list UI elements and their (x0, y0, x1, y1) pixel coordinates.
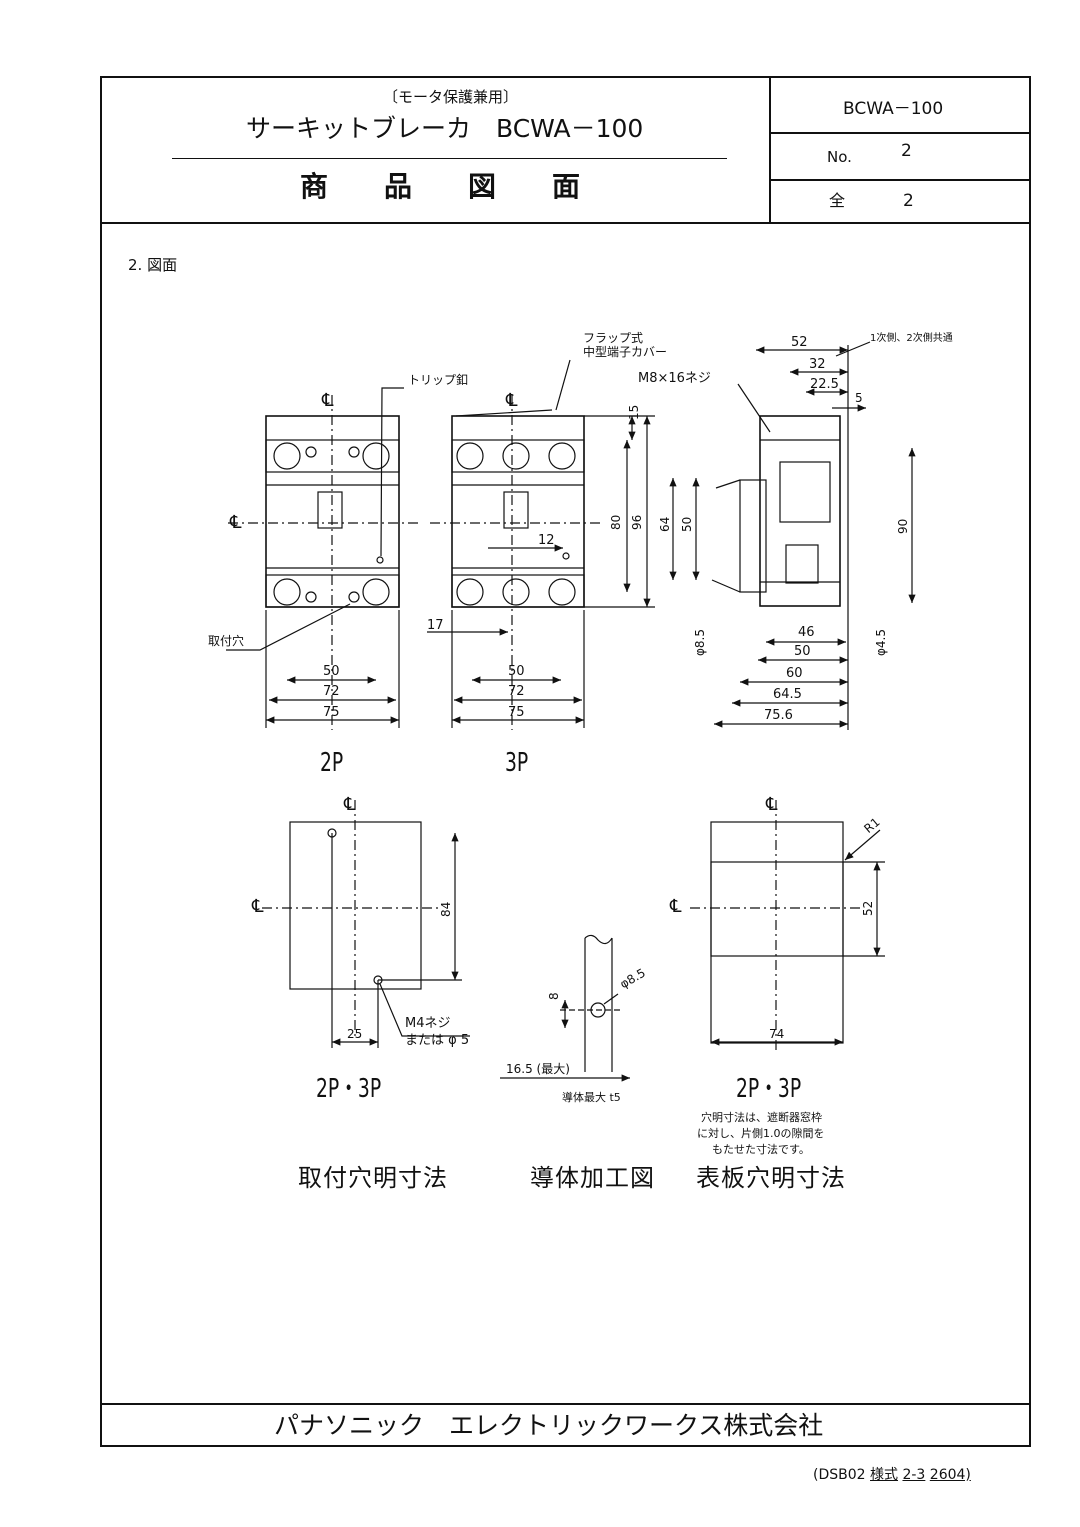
title-block-divider (100, 222, 1031, 224)
dim-mount-84: 84 (439, 901, 453, 917)
form-label: 様式 (870, 1467, 899, 1483)
dim-3p-50: 50 (508, 664, 525, 679)
view-label-mount: 2P・3P (316, 1074, 382, 1104)
footer-divider (100, 1403, 1031, 1405)
panel-note-3: もたせた寸法です。 (712, 1143, 810, 1156)
centerline-mount-top: ℄ (344, 794, 356, 815)
centerline-panel-top: ℄ (766, 794, 778, 815)
document-kind: 商 品 図 面 (300, 170, 581, 203)
view-label-3p: 3P (505, 748, 529, 778)
screw-m8-label: M8×16ネジ (638, 371, 711, 386)
panel-hole-drawing (690, 800, 885, 1050)
conductor-max-label: 導体最大 t5 (562, 1091, 621, 1104)
dim-3p-17: 17 (427, 618, 444, 633)
breaker-side-view (711, 415, 841, 607)
dim-side-46: 46 (798, 625, 815, 640)
dim-v-50: 50 (680, 516, 694, 532)
form-number: 2-3 (902, 1467, 926, 1483)
breaker-2p-front-view (228, 395, 420, 730)
dim-v-15: 15 (627, 404, 641, 420)
caption-conductor: 導体加工図 (530, 1164, 655, 1192)
title-underline (172, 158, 727, 159)
dim-3p-75: 75 (508, 705, 525, 720)
model-code: BCWA－100 (843, 99, 944, 119)
dim-side-52: 52 (791, 335, 808, 350)
centerline-3p-top: ℄ (506, 390, 518, 411)
panel-note-1: 穴明寸法は、遮断器窓枠 (701, 1111, 822, 1124)
no-label: No. (827, 148, 852, 166)
title-block-vdivider (769, 76, 771, 223)
form-date: 2604) (929, 1467, 971, 1483)
header-subtitle: 〔モータ保護兼用〕 (383, 88, 519, 106)
caption-panel-hole: 表板穴明寸法 (696, 1164, 846, 1192)
breaker-3p-front-view (430, 395, 600, 730)
screw-m4-label-1: M4ネジ (405, 1016, 451, 1031)
centerline-mount-left: ℄ (252, 896, 264, 917)
title-block-row1 (769, 132, 1031, 134)
dim-v-64: 64 (658, 516, 672, 532)
centerline-2p-top: ℄ (322, 390, 334, 411)
centerline-left: ℄ (230, 512, 242, 533)
dim-mount-25: 25 (347, 1027, 363, 1041)
panel-note-2: に対し、片側1.0の隙間を (697, 1127, 825, 1140)
total-label: 全 (829, 191, 846, 210)
trip-button-label: トリップ釦 (408, 373, 469, 387)
dim-2p-72: 72 (323, 684, 340, 699)
flap-cover-label-2: 中型端子カバー (583, 345, 668, 359)
common-note-label: 1次側、2次側共通 (870, 333, 953, 344)
dim-side-hole-8-5: φ8.5 (693, 629, 707, 656)
dim-side-5: 5 (855, 391, 863, 405)
conductor-drawing (500, 934, 630, 1082)
dim-side-64-5: 64.5 (773, 687, 802, 702)
dim-panel-74: 74 (769, 1027, 785, 1041)
dim-conductor-16-5: 16.5 (最大) (506, 1062, 570, 1076)
dim-2p-50: 50 (323, 664, 340, 679)
form-code: (DSB02 様式 2-3 2604) (813, 1464, 971, 1484)
total-value: 2 (903, 191, 914, 211)
flap-cover-label-1: フラップ式 (583, 331, 644, 345)
dim-side-75-6: 75.6 (764, 708, 793, 723)
section-heading: 2. 図面 (128, 256, 178, 274)
dim-side-hole-4-5: φ4.5 (874, 629, 888, 656)
dim-v-96: 96 (630, 514, 644, 530)
caption-mount-hole: 取付穴明寸法 (298, 1164, 448, 1192)
no-value: 2 (901, 141, 912, 161)
dim-2p-75: 75 (323, 705, 340, 720)
view-label-panel: 2P・3P (736, 1074, 802, 1104)
dim-3p-12: 12 (538, 533, 555, 548)
dim-side-22-5: 22.5 (810, 377, 839, 392)
company-name: パナソニック エレクトリックワークス株式会社 (274, 1411, 824, 1440)
dim-conductor-8: 8 (547, 992, 561, 1000)
centerline-panel-left: ℄ (670, 896, 682, 917)
dim-panel-52: 52 (861, 900, 875, 916)
dim-side-32: 32 (809, 357, 826, 372)
dim-3p-72: 72 (508, 684, 525, 699)
screw-m4-label-2: または φ 5 (405, 1033, 470, 1048)
dim-v-90: 90 (896, 518, 910, 534)
dim-side-50: 50 (794, 644, 811, 659)
mount-hole-label: 取付穴 (208, 634, 245, 648)
view-label-2p: 2P (320, 748, 344, 778)
dim-side-60: 60 (786, 666, 803, 681)
dim-v-80: 80 (609, 514, 623, 530)
drawing-frame (100, 76, 1031, 1447)
title-block-row2 (769, 179, 1031, 181)
header-title: サーキットブレーカ BCWA－100 (246, 114, 644, 143)
form-code-prefix: (DSB02 (813, 1467, 866, 1483)
mount-hole-drawing (262, 800, 470, 1048)
